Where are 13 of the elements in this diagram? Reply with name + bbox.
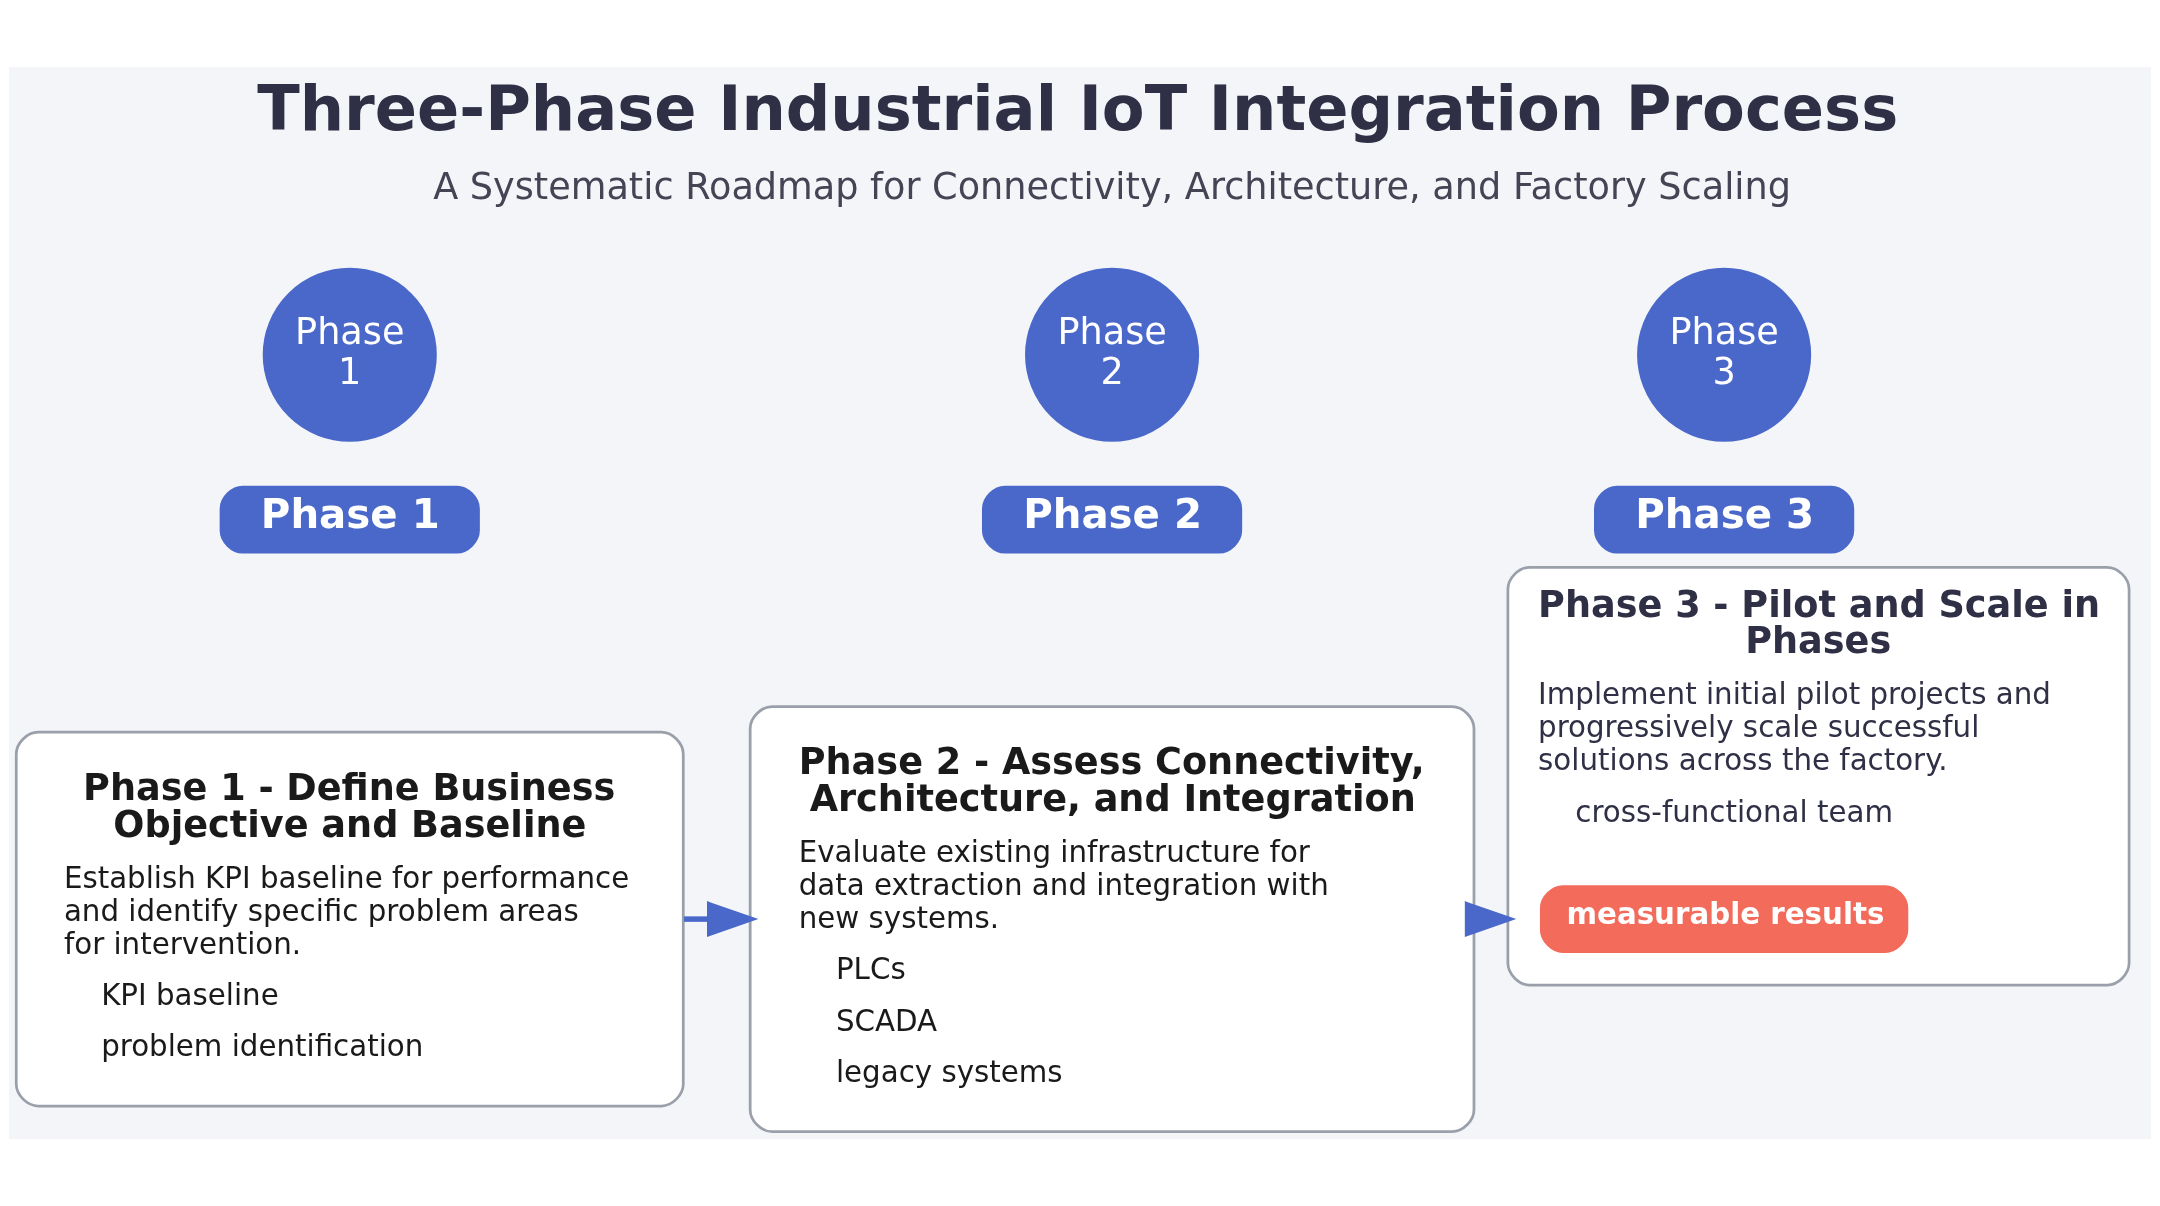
arrow [684, 901, 759, 938]
node-box: Phase 1 [219, 485, 480, 554]
node-box: Phase 3 [1594, 485, 1855, 554]
label: A Systematic Roadmap for Connectivity, Architecture, and Factory Scaling [433, 164, 1791, 208]
node-box: measurable results [1539, 885, 1909, 953]
diagram-title: Three-Phase Industrial IoT Integration Process [257, 71, 1899, 145]
node-box: Phase 1 - Define Business Objective and Baseline Establish KPI baseline for performance and identify specific problem areas for intervention. KPI baseline problem identification [14, 730, 685, 1108]
node-circle: Phase 1 [262, 267, 437, 442]
node-circle: Phase 2 [1025, 267, 1200, 442]
node-circle: Phase 3 [1637, 267, 1812, 442]
arrow [1464, 901, 1517, 938]
node-box: Phase 2 - Assess Connectivity, Architecture, and Integration Evaluate existing infrastructure for data extraction and integration with new systems. PLCs SCADA legacy systems [748, 705, 1476, 1134]
node-box: Phase 2 [981, 485, 1243, 554]
